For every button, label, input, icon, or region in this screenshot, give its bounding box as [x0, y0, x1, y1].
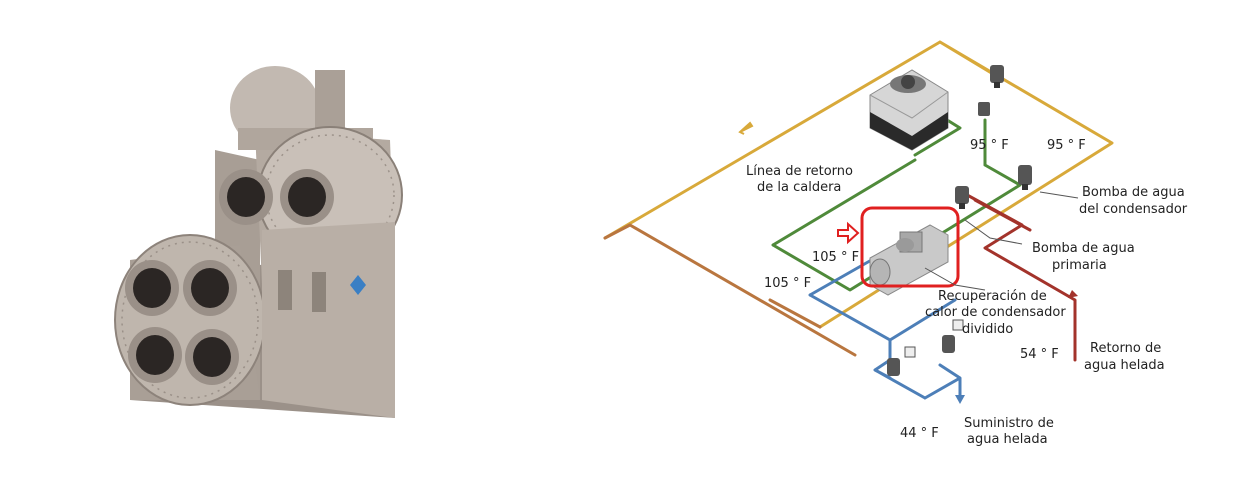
nozzle-lower-3 [128, 327, 182, 383]
label-boiler-return-2: de la caldera [757, 180, 841, 195]
label-primary-pump-2: primaria [1052, 258, 1107, 273]
nozzle-lower-1 [125, 260, 179, 316]
chiller-lower-bolts [121, 241, 259, 399]
nozzle-lower-2 [183, 260, 237, 316]
label-temp-54: 54 ° F [1020, 347, 1059, 362]
chiller-badge [350, 275, 366, 295]
pump-icon-green [978, 102, 990, 116]
pipe-chilled-return-red [956, 188, 1077, 362]
label-chilled-supply-2: agua helada [967, 432, 1048, 447]
flow-arrow-red-icon [1068, 290, 1078, 298]
chiller-lower-disk [114, 234, 266, 406]
pump-icon-chilled-1 [887, 358, 900, 376]
leader-lines [924, 191, 1079, 291]
chiller-valve-2 [312, 272, 326, 312]
chiller-side-panel [262, 222, 395, 418]
flow-arrow-yellow [738, 121, 754, 135]
label-cond-pump-1: Bomba de agua [1082, 185, 1185, 200]
label-temp-95-a: 95 ° F [970, 138, 1009, 153]
label-temp-105-b: 105 ° F [764, 276, 811, 291]
nozzle-lower-4 [185, 329, 239, 385]
label-recovery-1: Recuperación de [938, 289, 1047, 304]
flow-arrow-blue-icon [955, 395, 965, 404]
label-primary-pump-1: Bomba de agua [1032, 241, 1135, 256]
piping-schematic [603, 40, 1114, 400]
label-temp-44: 44 ° F [900, 426, 939, 441]
label-recovery-3: dividido [962, 322, 1013, 337]
fan-icon [901, 75, 915, 89]
valve-icon-1 [952, 319, 964, 331]
highlight-box [860, 206, 960, 288]
label-boiler-return-1: Línea de retorno [746, 164, 853, 179]
nozzle-top-right [280, 169, 334, 225]
chiller-drum-bolts [265, 134, 395, 256]
pipe-boiler-copper [603, 223, 857, 357]
label-temp-105-a: 105 ° F [812, 250, 859, 265]
nozzle-top-left [219, 169, 273, 225]
pump-icon-condenser [1018, 165, 1032, 190]
pump-icon-chilled-2 [942, 335, 955, 353]
cooling-tower [869, 69, 949, 151]
chiller-photo [114, 66, 403, 418]
label-chilled-return-1: Retorno de [1090, 341, 1161, 356]
label-recovery-2: calor de condensador [925, 305, 1066, 320]
pipe-chilled-supply-blue [808, 256, 962, 400]
highlight-arrow-icon [837, 221, 860, 245]
valve-icon-2 [904, 346, 916, 358]
pump-icon-primary [955, 186, 969, 209]
chiller-valve-1 [278, 270, 292, 310]
label-chilled-supply-1: Suministro de [964, 416, 1054, 431]
label-temp-95-b: 95 ° F [1047, 138, 1086, 153]
pump-icon-top [990, 65, 1004, 88]
label-chilled-return-2: agua helada [1084, 358, 1165, 373]
chiller-top-box [315, 70, 345, 130]
label-cond-pump-2: del condensador [1079, 202, 1188, 217]
chiller-unit [869, 224, 949, 296]
